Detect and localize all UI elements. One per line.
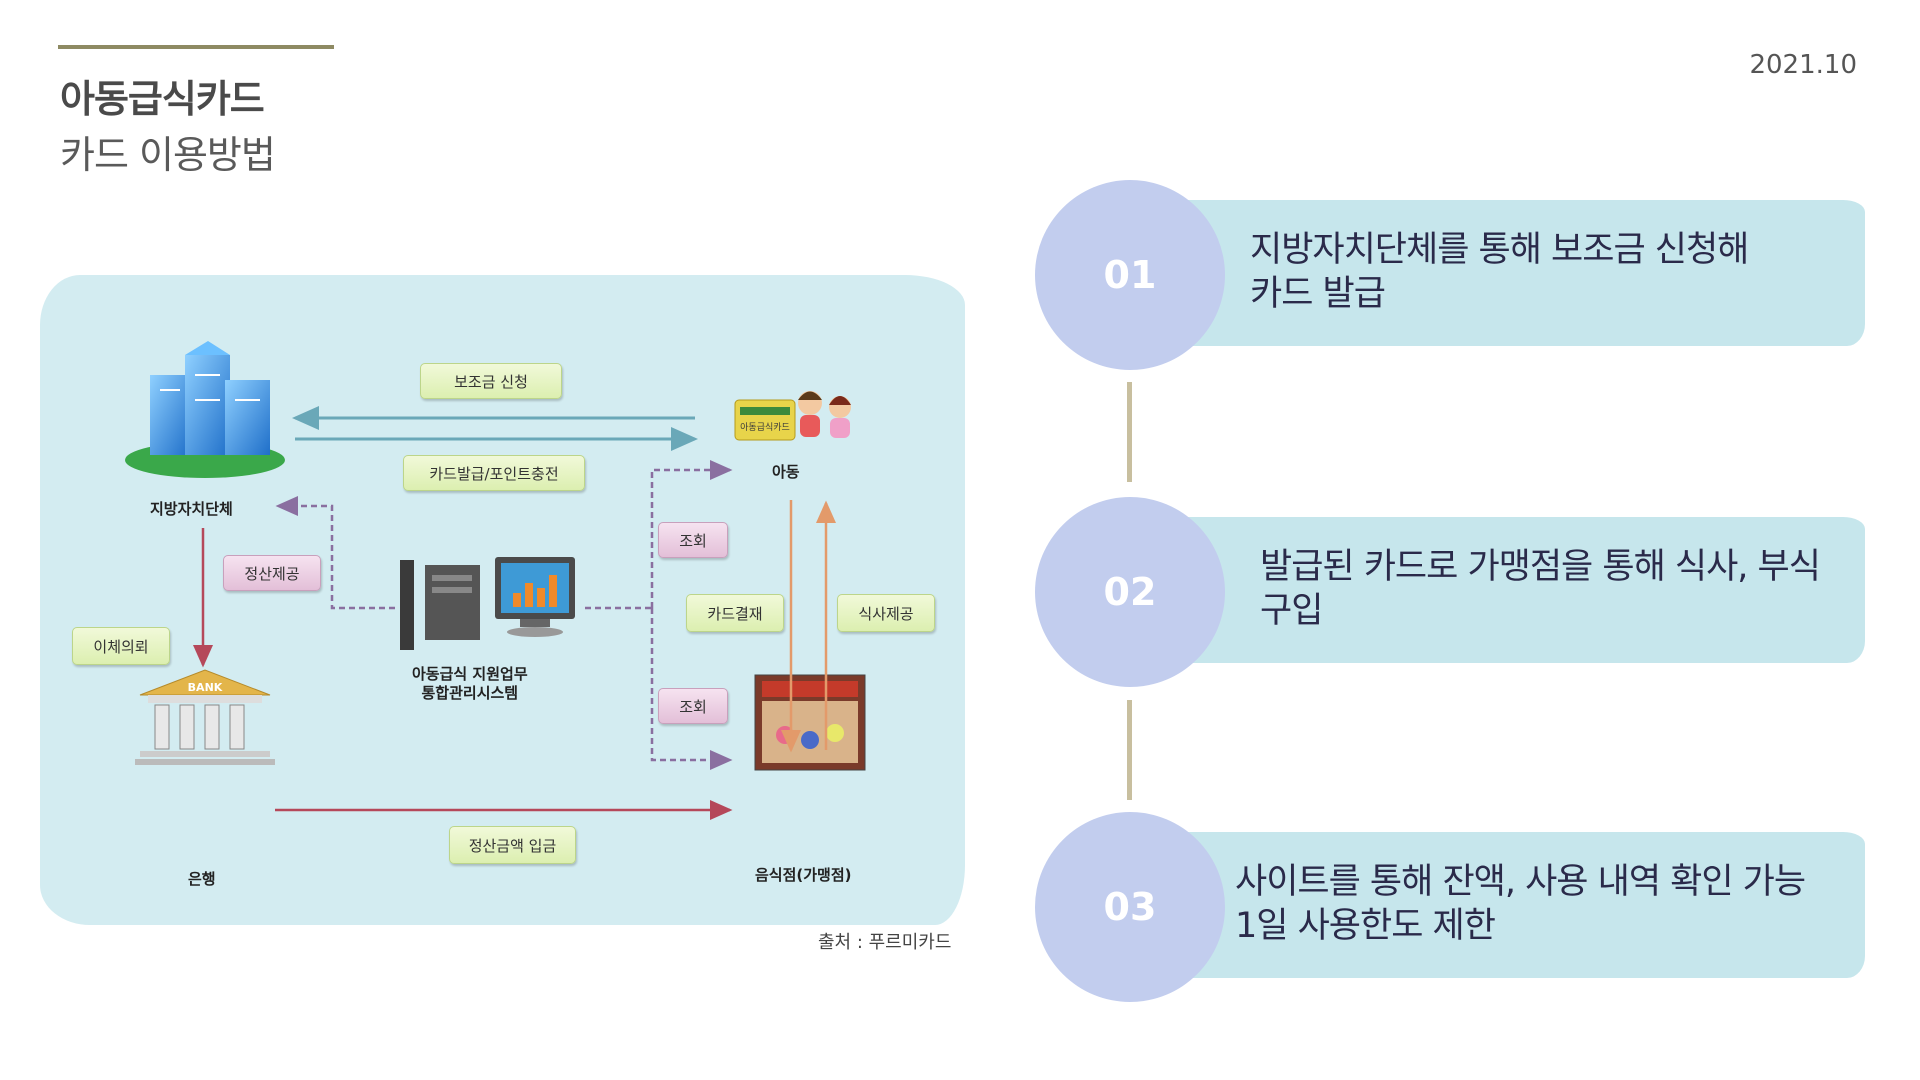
date-label: 2021.10 <box>1749 50 1857 80</box>
transfer-request-label: 이체의뢰 <box>72 627 170 665</box>
page-title: 아동급식카드 <box>60 77 265 121</box>
computer-system-icon <box>400 557 575 650</box>
step-2-line1: 발급된 카드로 가맹점을 통해 식사, 부식 <box>1260 547 1821 587</box>
government-label: 지방자치단체 <box>150 500 233 518</box>
restaurant-label: 음식점(가맹점) <box>755 866 852 884</box>
step-connector-1 <box>1127 382 1132 482</box>
card-text: 아동급식카드 <box>740 422 790 433</box>
step-2: 02 발급된 카드로 가맹점을 통해 식사, 부식 구입 <box>1035 497 1865 687</box>
step-1-band <box>1145 200 1865 346</box>
step-1-text: 지방자치단체를 통해 보조금 신청해 카드 발급 <box>1250 228 1749 316</box>
step-3-text: 사이트를 통해 잔액, 사용 내역 확인 가능 1일 사용한도 제한 <box>1235 860 1806 948</box>
bank-icon: BANK <box>135 669 275 765</box>
inquiry-top-dashed-arrow <box>650 460 733 608</box>
child-label: 아동 <box>772 463 800 481</box>
government-building-icon <box>125 341 285 478</box>
inquiry-bottom-dashed-arrow <box>650 608 733 770</box>
restaurant-icon <box>754 674 866 771</box>
step-1-number: 01 <box>1035 180 1225 370</box>
step-3-number: 03 <box>1035 812 1225 1002</box>
step-1-line1: 지방자치단체를 통해 보조금 신청해 <box>1250 230 1749 270</box>
deposit-label: 정산금액 입금 <box>449 826 576 864</box>
step-1: 01 지방자치단체를 통해 보조금 신청해 카드 발급 <box>1035 180 1865 370</box>
step-1-line2: 카드 발급 <box>1250 274 1386 314</box>
system-label: 아동급식 지원업무 통합관리시스템 <box>412 665 528 703</box>
source-credit: 출처 : 푸르미카드 <box>818 932 952 953</box>
step-3: 03 사이트를 통해 잔액, 사용 내역 확인 가능 1일 사용한도 제한 <box>1035 812 1865 1002</box>
bank-sign: BANK <box>188 681 223 694</box>
header-rule <box>58 45 334 49</box>
inquiry-top-label: 조회 <box>658 522 728 558</box>
step-3-band <box>1145 832 1865 978</box>
step-2-text: 발급된 카드로 가맹점을 통해 식사, 부식 구입 <box>1260 545 1821 633</box>
step-2-line2: 구입 <box>1260 591 1323 631</box>
step-2-band <box>1145 517 1865 663</box>
settlement-dashed-arrow <box>275 496 395 610</box>
subsidy-request-label: 보조금 신청 <box>420 363 562 399</box>
step-connector-2 <box>1127 700 1132 800</box>
inquiry-bottom-label: 조회 <box>658 688 728 724</box>
step-2-number: 02 <box>1035 497 1225 687</box>
bank-label: 은행 <box>188 870 216 888</box>
step-3-line2: 1일 사용한도 제한 <box>1235 906 1496 946</box>
page-subtitle: 카드 이용방법 <box>60 133 276 177</box>
child-card-icon: 아동급식카드 <box>734 391 851 441</box>
system-label-line2: 통합관리시스템 <box>421 684 519 702</box>
settlement-label: 정산제공 <box>223 555 321 591</box>
card-payment-label: 카드결재 <box>686 594 784 632</box>
step-3-line1: 사이트를 통해 잔액, 사용 내역 확인 가능 <box>1235 862 1806 902</box>
flow-diagram: 아동급식카드 BANK <box>125 341 866 820</box>
system-label-line1: 아동급식 지원업무 <box>412 665 528 683</box>
meal-service-label: 식사제공 <box>837 594 935 632</box>
card-issue-label: 카드발급/포인트충전 <box>403 455 585 491</box>
